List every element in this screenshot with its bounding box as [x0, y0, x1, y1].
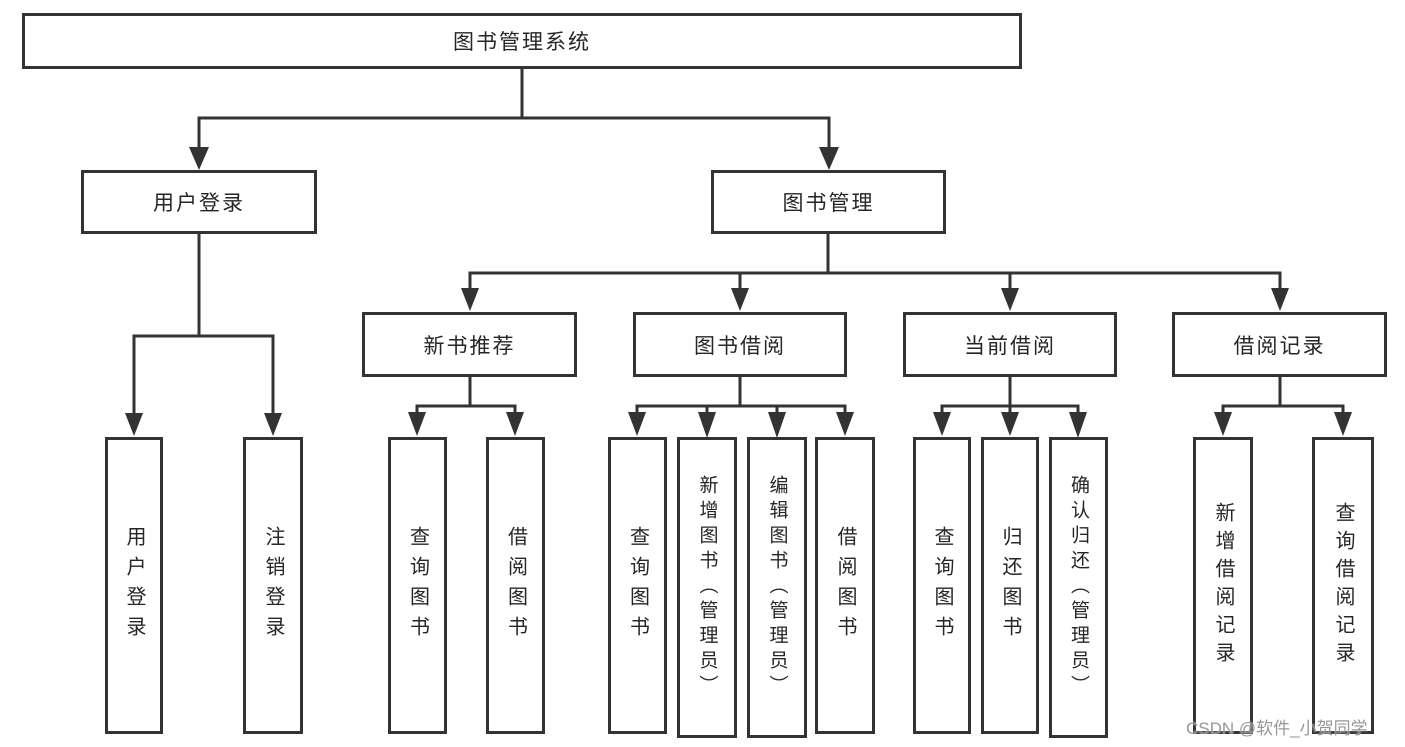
arrowhead	[1334, 412, 1352, 436]
leaf-label: 查询借阅记录	[1332, 501, 1354, 670]
arrowhead	[768, 412, 786, 438]
arrowhead	[698, 412, 716, 438]
node-book-mgmt: 图书管理	[711, 170, 946, 234]
node-label: 图书管理	[782, 192, 875, 215]
csdn-watermark: CSDN @软件_小贺同学	[1186, 719, 1368, 738]
leaf-add-borrow-record: 新增借阅记录	[1193, 437, 1253, 734]
node-book-borrow: 图书借阅	[633, 312, 847, 377]
node-label: 新书推荐	[423, 334, 516, 358]
connector-current-borrow	[940, 377, 1080, 414]
node-label: 当前借阅	[964, 334, 1056, 358]
leaf-query-book-2: 查询图书	[608, 437, 667, 734]
connector-book-mgmt	[468, 233, 1282, 290]
arrowhead	[731, 288, 749, 311]
leaf-label: 确认归还（管理员）	[1068, 475, 1089, 700]
leaf-label: 注销登录	[262, 525, 284, 646]
leaf-return-book: 归还图书	[981, 437, 1039, 734]
connector-new-book	[415, 377, 517, 414]
node-current-borrow: 当前借阅	[903, 312, 1117, 377]
arrowhead	[189, 147, 209, 170]
node-new-book-recommend: 新书推荐	[362, 312, 577, 377]
leaf-label: 查询图书	[406, 525, 429, 646]
arrowhead	[1001, 412, 1019, 436]
arrowhead	[933, 412, 951, 436]
connector-borrow-record	[1221, 377, 1345, 414]
leaf-borrow-book-2: 借阅图书	[815, 437, 875, 734]
leaf-confirm-return-admin: 确认归还（管理员）	[1049, 437, 1108, 738]
leaf-label: 用户登录	[123, 525, 145, 646]
leaf-label: 归还图书	[999, 525, 1021, 646]
node-label: 用户登录	[153, 192, 245, 215]
leaf-borrow-book-1: 借阅图书	[486, 437, 545, 734]
arrowhead	[408, 412, 426, 436]
connector-book-borrow	[635, 377, 847, 414]
node-label: 图书借阅	[694, 334, 786, 358]
leaf-query-book-1: 查询图书	[388, 437, 447, 734]
leaf-label: 新增借阅记录	[1212, 501, 1234, 670]
leaf-query-borrow-record: 查询借阅记录	[1312, 437, 1374, 734]
leaf-add-book-admin: 新增图书（管理员）	[677, 437, 737, 738]
arrowhead	[1214, 412, 1232, 436]
arrowhead	[264, 413, 282, 436]
arrowhead	[461, 288, 479, 311]
node-label: 借阅记录	[1233, 334, 1326, 358]
node-borrow-record: 借阅记录	[1172, 312, 1387, 377]
arrowhead	[125, 413, 143, 436]
leaf-label: 编辑图书（管理员）	[766, 475, 788, 700]
node-root: 图书管理系统	[22, 13, 1022, 69]
leaf-label: 查询图书	[931, 525, 953, 646]
leaf-label: 借阅图书	[504, 525, 527, 646]
arrowhead	[506, 412, 524, 436]
leaf-user-login: 用户登录	[105, 437, 163, 734]
leaf-edit-book-admin: 编辑图书（管理员）	[747, 437, 807, 738]
arrowhead	[1271, 288, 1289, 311]
arrowhead	[1001, 288, 1019, 311]
node-label: 图书管理系统	[453, 31, 591, 54]
leaf-logout: 注销登录	[243, 437, 303, 734]
arrowhead	[1069, 412, 1087, 438]
connector-root-to-level2	[197, 68, 831, 150]
leaf-label: 新增图书（管理员）	[696, 475, 718, 700]
connector-user-login	[132, 233, 275, 415]
arrowhead	[628, 412, 646, 436]
arrowhead	[819, 147, 839, 170]
arrowhead	[836, 412, 854, 436]
leaf-label: 查询图书	[626, 525, 649, 646]
leaf-label: 借阅图书	[834, 525, 856, 646]
node-user-login: 用户登录	[81, 170, 317, 234]
leaf-query-book-3: 查询图书	[913, 437, 971, 734]
